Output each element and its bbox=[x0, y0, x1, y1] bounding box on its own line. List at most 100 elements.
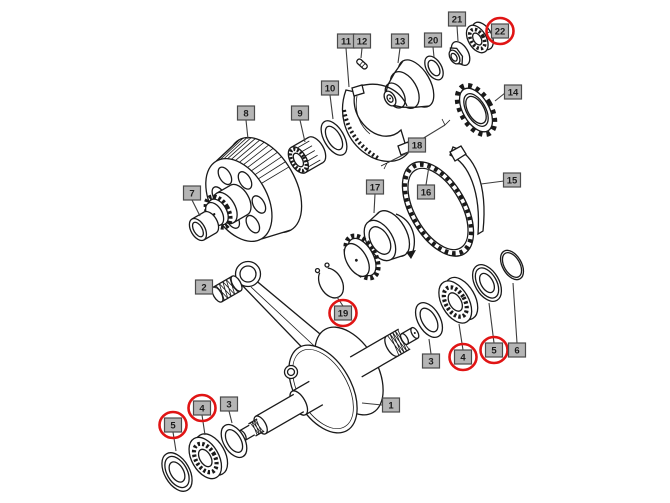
part-label-text-17: 17 bbox=[370, 182, 381, 193]
part-label-text-3-left: 3 bbox=[226, 399, 231, 410]
part-19-circlip-drawing bbox=[314, 262, 345, 299]
leader-line-17 bbox=[373, 193, 376, 214]
part-label-text-14: 14 bbox=[508, 87, 519, 98]
part-20-washer-drawing bbox=[424, 55, 444, 81]
part-label-text-19: 19 bbox=[338, 308, 349, 319]
part-label-text-10: 10 bbox=[325, 83, 336, 94]
part-3-left-washer-drawing bbox=[220, 423, 248, 459]
leader-line-14 bbox=[494, 92, 506, 102]
part-8-clutch-drum-drawing bbox=[203, 136, 303, 243]
leader-line-13 bbox=[397, 47, 401, 64]
part-label-box-1 bbox=[381, 397, 401, 413]
part-label-text-16: 16 bbox=[421, 187, 432, 198]
part-label-box-5-right bbox=[484, 342, 504, 358]
part-label-box-9 bbox=[290, 105, 310, 121]
part-5-right-seal-drawing bbox=[471, 264, 503, 302]
highlight-circle-19 bbox=[328, 298, 358, 328]
leader-line-7 bbox=[191, 199, 201, 217]
part-label-text-9: 9 bbox=[297, 108, 302, 119]
part-label-box-5-left bbox=[163, 417, 183, 433]
part-6-oring-drawing bbox=[499, 249, 525, 281]
part-label-text-5-right: 5 bbox=[491, 345, 497, 356]
part-18-pointer-ticks bbox=[380, 118, 451, 170]
part-4-right-bearing-drawing bbox=[438, 276, 479, 324]
part-label-text-6: 6 bbox=[514, 345, 519, 356]
part-label-text-4-left: 4 bbox=[199, 403, 205, 414]
leader-line-21 bbox=[456, 25, 459, 42]
leader-line-20 bbox=[432, 46, 435, 58]
highlight-circle-5-left bbox=[158, 410, 188, 440]
part-17-starter-gear-drawing bbox=[343, 210, 416, 281]
highlight-circle-4-left bbox=[187, 393, 217, 423]
part-label-box-10 bbox=[320, 80, 340, 96]
part-label-box-4-right bbox=[453, 349, 473, 365]
leader-line-4-left bbox=[201, 414, 206, 436]
part-label-box-17 bbox=[365, 179, 385, 195]
part-label-box-12 bbox=[352, 33, 372, 49]
part-12-pin-drawing bbox=[356, 58, 368, 70]
leader-line-5-left bbox=[172, 431, 177, 452]
leader-line-18-0 bbox=[421, 124, 446, 140]
part-label-text-3-right: 3 bbox=[428, 356, 433, 367]
part-label-text-7: 7 bbox=[189, 188, 194, 199]
part-label-box-20 bbox=[423, 32, 443, 48]
part-label-text-11: 11 bbox=[341, 36, 352, 47]
leader-line-18-1 bbox=[386, 150, 412, 164]
part-label-box-15 bbox=[502, 172, 522, 188]
part-label-box-7 bbox=[182, 185, 202, 201]
leader-line-11 bbox=[345, 47, 350, 88]
part-label-box-2 bbox=[194, 279, 214, 295]
part-label-text-5-left: 5 bbox=[170, 420, 176, 431]
part-label-box-14 bbox=[503, 84, 523, 100]
part-label-box-6 bbox=[507, 342, 527, 358]
part-14-lock-washer-drawing bbox=[454, 82, 498, 138]
leader-line-3-left bbox=[228, 410, 233, 424]
leader-line-3-right bbox=[428, 338, 432, 355]
highlight-circle-4-right bbox=[448, 342, 478, 372]
leader-line-16 bbox=[425, 165, 430, 186]
part-label-text-15: 15 bbox=[507, 175, 518, 186]
leader-line-15 bbox=[480, 180, 505, 185]
part-label-box-22 bbox=[490, 23, 510, 39]
part-3-right-washer-drawing bbox=[414, 302, 444, 338]
part-7-bushing-drawing bbox=[188, 210, 220, 242]
leader-line-1 bbox=[361, 402, 383, 406]
part-13-hub-drawing bbox=[383, 59, 435, 109]
part-label-text-22: 22 bbox=[495, 26, 506, 37]
leader-line-9 bbox=[299, 119, 306, 143]
highlight-circle-5-right bbox=[479, 335, 509, 365]
part-label-box-19 bbox=[333, 305, 353, 321]
part-label-text-4-right: 4 bbox=[460, 352, 466, 363]
part-label-text-2: 2 bbox=[201, 282, 206, 293]
part-label-text-8: 8 bbox=[243, 108, 248, 119]
part-11-clutch-shoe-drawing bbox=[341, 83, 412, 163]
leader-line-8 bbox=[245, 119, 249, 140]
leader-line-6 bbox=[512, 282, 518, 344]
part-21-nut-drawing bbox=[448, 40, 471, 67]
part-label-text-21: 21 bbox=[452, 14, 463, 25]
part-label-box-21 bbox=[447, 11, 467, 27]
part-label-text-12: 12 bbox=[357, 36, 368, 47]
leader-line-4-right bbox=[458, 323, 464, 351]
part-label-text-20: 20 bbox=[428, 35, 439, 46]
leader-line-12 bbox=[360, 47, 363, 59]
leader-line-10 bbox=[329, 94, 334, 120]
part-label-text-1: 1 bbox=[388, 400, 394, 411]
part-label-box-3-right bbox=[421, 353, 441, 369]
part-1-crankshaft-drawing bbox=[211, 260, 420, 442]
part-label-box-16 bbox=[416, 184, 436, 200]
part-15-band-drawing bbox=[449, 145, 485, 236]
part-9-needle-bearing-drawing bbox=[287, 136, 327, 174]
part-label-box-4-left bbox=[192, 400, 212, 416]
part-label-text-13: 13 bbox=[395, 36, 406, 47]
part-10-ring-drawing bbox=[320, 120, 348, 156]
part-label-box-3-left bbox=[219, 396, 239, 412]
part-label-box-18 bbox=[407, 137, 427, 153]
part-label-text-18: 18 bbox=[412, 140, 423, 151]
highlight-circle-22 bbox=[485, 16, 515, 46]
part-label-box-8 bbox=[236, 105, 256, 121]
part-5-left-seal-drawing bbox=[161, 452, 193, 492]
